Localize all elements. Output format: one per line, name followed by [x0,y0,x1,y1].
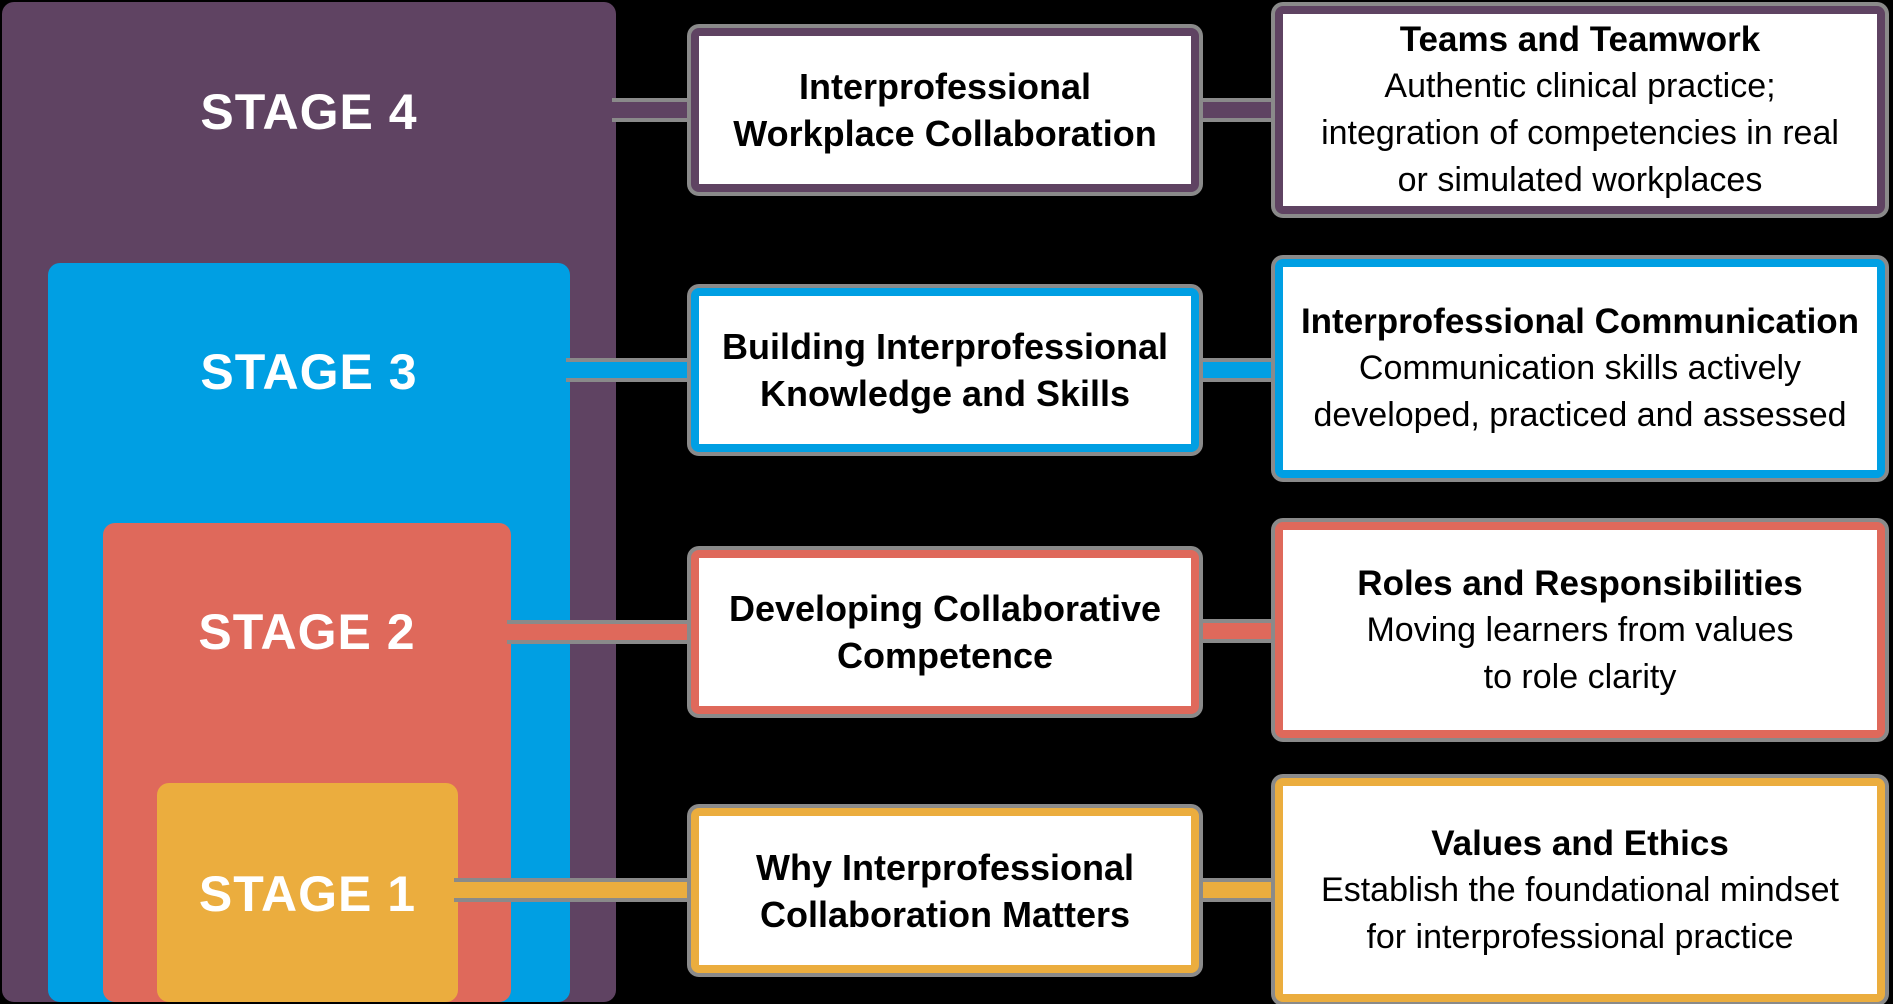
stage-4-label: STAGE 4 [200,84,418,140]
stage-1-middle-box: Why Interprofessional Collaboration Matt… [691,808,1199,973]
stage-4-middle-title: Interprofessional Workplace Collaboratio… [733,66,1157,154]
stage-4-right-description: Authentic clinical practice; integration… [1321,67,1839,199]
stage-1-rect: STAGE 1 [157,783,458,1002]
stage-2-right-title: Roles and Responsibilities [1357,563,1803,603]
stage-3-right-description: Communication skills actively developed,… [1313,349,1847,434]
stage-1-right-box: Values and Ethics Establish the foundati… [1275,778,1885,1002]
stage-2-middle-box: Developing Collaborative Competence [691,550,1199,714]
stage-2-right-description: Moving learners from values to role clar… [1366,610,1794,696]
stage-2-left-connector [507,624,695,640]
stage-2-middle-title: Developing Collaborative Competence [728,588,1162,676]
stage-1-right-title: Values and Ethics [1431,823,1729,863]
stage-2-label: STAGE 2 [198,604,416,660]
stage-4-left-connector [612,102,695,118]
stage-1-label: STAGE 1 [198,866,417,922]
stage-4-right-title: Teams and Teamwork [1399,20,1761,59]
stage-3-right-box: Interprofessional Communication Communic… [1275,259,1885,478]
stage-3-right-connector [1197,362,1278,378]
stage-2-right-connector [1197,623,1278,639]
stage-1-middle-title: Why Interprofessional Collaboration Matt… [755,846,1135,935]
stage-2-right-box: Roles and Responsibilities Moving learne… [1275,522,1885,738]
stage-1-right-connector [1197,882,1278,898]
stage-3-middle-box: Building Interprofessional Knowledge and… [691,288,1199,452]
stage-3-label: STAGE 3 [200,344,418,400]
stage-1-right-description: Establish the foundational mindset for i… [1321,870,1839,956]
stage-1-left-connector [454,882,695,898]
stage-4-right-connector [1197,102,1278,118]
stage-4-right-box: Teams and Teamwork Authentic clinical pr… [1275,6,1885,214]
stage-3-middle-title: Building Interprofessional Knowledge and… [721,326,1169,414]
stage-3-right-title: Interprofessional Communication [1300,302,1860,341]
stage-3-left-connector [566,362,695,378]
stage-4-middle-box: Interprofessional Workplace Collaboratio… [691,28,1199,192]
